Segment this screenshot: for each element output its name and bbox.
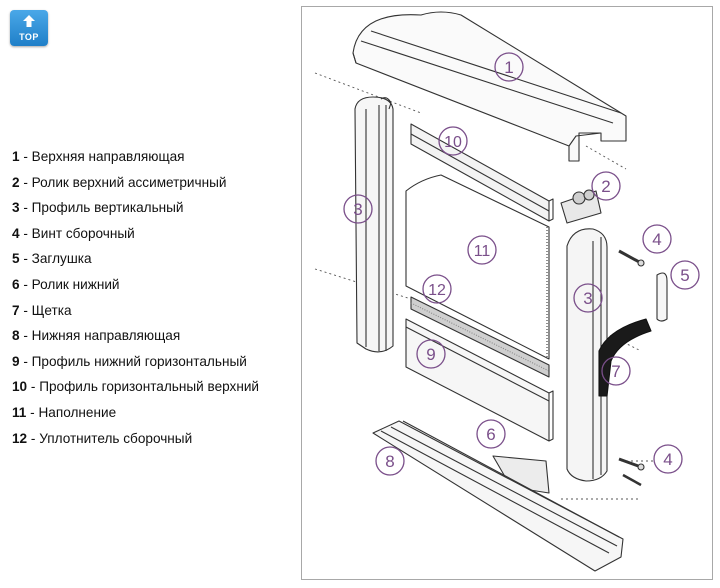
legend-separator: - — [19, 276, 32, 292]
legend-text: Винт сборочный — [31, 225, 135, 241]
callout-2: 2 — [591, 171, 621, 201]
legend-number: 1 — [12, 149, 20, 164]
legend-number: 6 — [12, 276, 20, 292]
legend-item: 6 - Ролик нижний — [12, 272, 259, 298]
legend-separator: - — [19, 200, 32, 216]
legend-text: Уплотнитель сборочный — [39, 430, 193, 446]
arrow-up-icon — [23, 15, 35, 27]
callout-8: 8 — [375, 446, 405, 476]
callout-11: 11 — [467, 235, 497, 265]
legend-text: Профиль вертикальный — [31, 200, 184, 216]
svg-text:11: 11 — [474, 243, 491, 260]
callout-9: 9 — [416, 339, 446, 369]
callout-4-bottom: 4 — [653, 444, 683, 474]
legend-text: Наполнение — [38, 404, 117, 420]
infill-panel — [405, 174, 550, 360]
svg-text:3: 3 — [583, 289, 592, 308]
callout-7: 7 — [601, 356, 631, 386]
top-rail — [352, 11, 627, 162]
legend-item: 12 - Уплотнитель сборочный — [12, 426, 259, 452]
brush — [598, 318, 652, 397]
legend-separator: - — [19, 225, 32, 241]
svg-text:4: 4 — [652, 230, 661, 249]
svg-text:4: 4 — [663, 450, 672, 469]
callout-5: 5 — [670, 260, 700, 290]
legend-separator: - — [19, 328, 32, 344]
end-cap — [656, 272, 668, 322]
assembly-screw-top — [618, 249, 645, 267]
legend-item: 4 - Винт сборочный — [12, 221, 259, 247]
legend-number: 11 — [12, 404, 27, 420]
top-roller — [560, 189, 602, 224]
callout-1: 1 — [494, 52, 524, 82]
callout-10: 10 — [438, 126, 468, 156]
legend-separator: - — [19, 353, 32, 369]
svg-text:3: 3 — [353, 200, 362, 219]
legend-number: 9 — [12, 353, 20, 369]
legend-number: 5 — [12, 251, 20, 267]
legend-text: Нижняя направляющая — [31, 328, 181, 344]
svg-text:12: 12 — [428, 282, 446, 299]
callout-3-left: 3 — [343, 194, 373, 224]
legend-number: 4 — [12, 225, 20, 241]
legend-item: 9 - Профиль нижний горизонтальный — [12, 349, 259, 375]
legend-separator: - — [19, 302, 32, 318]
legend-text: Щетка — [31, 302, 72, 318]
legend-item: 11 - Наполнение — [12, 400, 259, 426]
legend-text: Верхняя направляющая — [31, 149, 185, 164]
callout-3-right: 3 — [573, 283, 603, 313]
legend-number: 12 — [12, 430, 28, 446]
svg-text:7: 7 — [611, 362, 620, 381]
svg-text:8: 8 — [385, 452, 394, 471]
bottom-rail — [372, 420, 624, 572]
bottom-horizontal-profile — [405, 318, 554, 442]
legend-separator: - — [27, 430, 40, 446]
svg-text:6: 6 — [486, 425, 495, 444]
legend-item: 2 - Ролик верхний ассиметричный — [12, 170, 259, 196]
assembly-screw-bottom — [618, 457, 645, 487]
legend-text: Ролик нижний — [31, 276, 120, 292]
callout-4-top: 4 — [642, 224, 672, 254]
legend-separator: - — [19, 174, 32, 190]
legend-text: Профиль нижний горизонтальный — [31, 353, 247, 369]
parts-legend: 1 - Верхняя направляющая 2 - Ролик верхн… — [12, 144, 259, 451]
callout-12: 12 — [422, 274, 452, 304]
legend-text: Заглушка — [31, 251, 92, 267]
legend-number: 2 — [12, 174, 20, 190]
legend-item: 8 - Нижняя направляющая — [12, 323, 259, 349]
legend-separator: - — [26, 404, 39, 420]
assembly-seal — [410, 296, 550, 378]
legend-number: 3 — [12, 200, 20, 216]
legend-item: 1 - Верхняя направляющая — [12, 144, 259, 170]
legend-number: 10 — [12, 379, 28, 395]
exploded-door-diagram: 1 2 3 3 4 4 5 6 7 8 9 10 11 12 — [301, 6, 713, 580]
svg-text:1: 1 — [504, 58, 513, 77]
svg-text:9: 9 — [426, 345, 435, 364]
legend-separator: - — [19, 251, 32, 267]
diagram-drawing: 1 2 3 3 4 4 5 6 7 8 9 10 11 12 — [314, 11, 700, 572]
legend-number: 7 — [12, 302, 20, 318]
legend-item: 10 - Профиль горизонтальный верхний — [12, 374, 259, 400]
legend-text: Ролик верхний ассиметричный — [31, 174, 227, 190]
scroll-to-top-button[interactable]: TOP — [10, 10, 48, 46]
callout-6: 6 — [476, 419, 506, 449]
top-horizontal-profile — [410, 123, 554, 222]
legend-item: 3 - Профиль вертикальный — [12, 195, 259, 221]
legend-item: 5 - Заглушка — [12, 246, 259, 272]
legend-separator: - — [19, 149, 32, 164]
legend-item: 7 - Щетка — [12, 298, 259, 324]
svg-text:5: 5 — [680, 266, 689, 285]
top-button-label: TOP — [19, 32, 39, 42]
legend-separator: - — [27, 379, 40, 395]
svg-text:10: 10 — [444, 134, 462, 151]
svg-text:2: 2 — [601, 177, 610, 196]
right-vertical-profile — [566, 228, 608, 482]
legend-number: 8 — [12, 328, 20, 344]
legend-text: Профиль горизонтальный верхний — [39, 379, 260, 395]
left-vertical-profile — [354, 96, 394, 353]
